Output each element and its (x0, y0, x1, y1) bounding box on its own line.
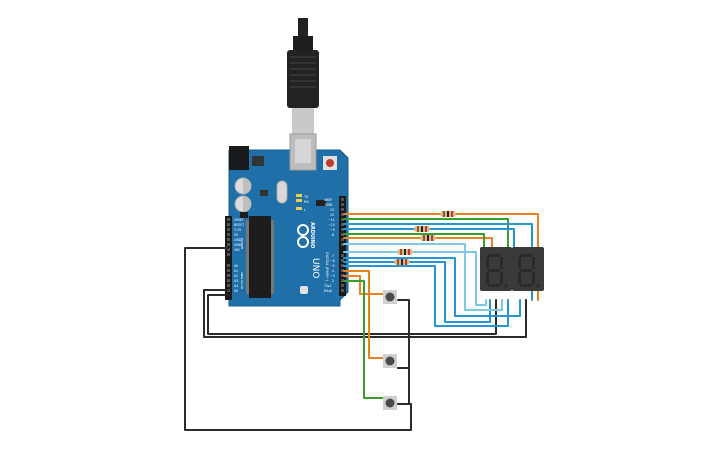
wire-black-inner[interactable] (203, 289, 527, 338)
svg-text:RESET: RESET (234, 223, 244, 227)
crystal (276, 180, 288, 204)
svg-text:AREF: AREF (324, 198, 332, 202)
rx-label: RX (304, 200, 309, 204)
svg-text:~10: ~10 (328, 223, 335, 227)
svg-text:A2: A2 (234, 274, 238, 278)
wire-lightblue-1[interactable] (343, 243, 503, 311)
seven-segment-display-1[interactable] (480, 247, 512, 291)
svg-text:3.3V: 3.3V (234, 228, 242, 232)
tx-led (296, 194, 302, 197)
wire-orange-btn-1[interactable] (343, 275, 385, 295)
svg-text:TX▸1: TX▸1 (323, 284, 332, 288)
l-label: L (304, 208, 306, 212)
usb-cable[interactable] (287, 18, 319, 134)
atmega-chip (249, 216, 271, 298)
board-model: UNO (310, 258, 320, 278)
svg-text:ANALOG IN: ANALOG IN (240, 272, 244, 289)
push-button-3[interactable] (383, 396, 397, 410)
svg-text:4: 4 (332, 269, 334, 273)
svg-text:2: 2 (332, 279, 334, 283)
wire-green-btn-3[interactable] (343, 280, 385, 399)
tx-label: TX (303, 195, 309, 199)
svg-text:GND: GND (234, 243, 242, 247)
wire-blue-5[interactable] (343, 265, 509, 327)
wire-blue-2[interactable] (343, 228, 515, 249)
board-brand: ARDUINO (309, 222, 315, 248)
wire-black-btn-2[interactable] (397, 367, 410, 405)
resistor[interactable] (394, 259, 410, 265)
wire-blue-3[interactable] (343, 257, 521, 317)
svg-text:13: 13 (330, 208, 334, 212)
resistor[interactable] (440, 211, 456, 217)
svg-text:~5: ~5 (330, 264, 335, 268)
l-led (296, 207, 302, 210)
svg-text:POWER: POWER (240, 238, 244, 249)
digital-label: DIGITAL (PWM~) (325, 252, 329, 282)
usb-cable-strain (298, 18, 308, 38)
svg-text:RX◂0: RX◂0 (324, 289, 332, 293)
seven-segment-display-2[interactable] (512, 247, 544, 291)
resistor[interactable] (414, 226, 430, 232)
wire-orange-btn-2[interactable] (343, 270, 385, 359)
svg-text:12: 12 (330, 213, 334, 217)
wire-blue-4[interactable] (343, 261, 491, 323)
svg-text:A5: A5 (234, 289, 238, 293)
power-jack (229, 146, 249, 170)
svg-text:~3: ~3 (330, 274, 335, 278)
wire-black-inner-2[interactable] (207, 294, 497, 335)
svg-text:A4: A4 (234, 284, 238, 288)
regulator (252, 156, 264, 166)
wire-lightblue-2[interactable] (343, 251, 487, 306)
svg-text:7: 7 (332, 254, 334, 258)
wire-green-1[interactable] (343, 218, 509, 249)
digital-pin-labels: AREF GND 13 12 ~11 ~10 ~9 8 7 ~6 ~5 4 ~3… (323, 198, 335, 293)
svg-text:~9: ~9 (330, 228, 335, 232)
resistor[interactable] (420, 235, 436, 241)
push-button-1[interactable] (383, 290, 397, 304)
usb-plug-body (287, 50, 319, 108)
usb-plug-metal (292, 108, 314, 134)
svg-text:GND: GND (234, 238, 242, 242)
arduino-logo-icon (297, 224, 309, 248)
svg-text:VIN: VIN (234, 248, 240, 252)
svg-text:~11: ~11 (328, 218, 335, 222)
arduino-board[interactable]: TX RX L ARDUINO UNO DIGITAL (PWM~) (225, 133, 349, 307)
svg-text:~6: ~6 (330, 259, 335, 263)
svg-text:A0: A0 (234, 264, 238, 268)
svg-text:IOREF: IOREF (234, 218, 244, 222)
svg-text:GND: GND (325, 203, 333, 207)
reset-button-cap (326, 159, 334, 167)
wire-orange-2[interactable] (343, 237, 493, 249)
usb-cable-neck (293, 36, 313, 52)
push-button-2[interactable] (383, 354, 397, 368)
svg-text:8: 8 (332, 233, 334, 237)
power-pin-labels: IOREF RESET 3.3V 5V GND GND VIN A0 A1 A2… (234, 218, 244, 293)
svg-text:5V: 5V (234, 233, 239, 237)
rx-led (296, 199, 302, 202)
power-header (225, 216, 232, 300)
svg-text:A3: A3 (234, 279, 238, 283)
resistor[interactable] (397, 249, 413, 255)
wire-green-2[interactable] (343, 233, 485, 249)
svg-text:A1: A1 (234, 269, 238, 273)
wires (184, 213, 539, 431)
